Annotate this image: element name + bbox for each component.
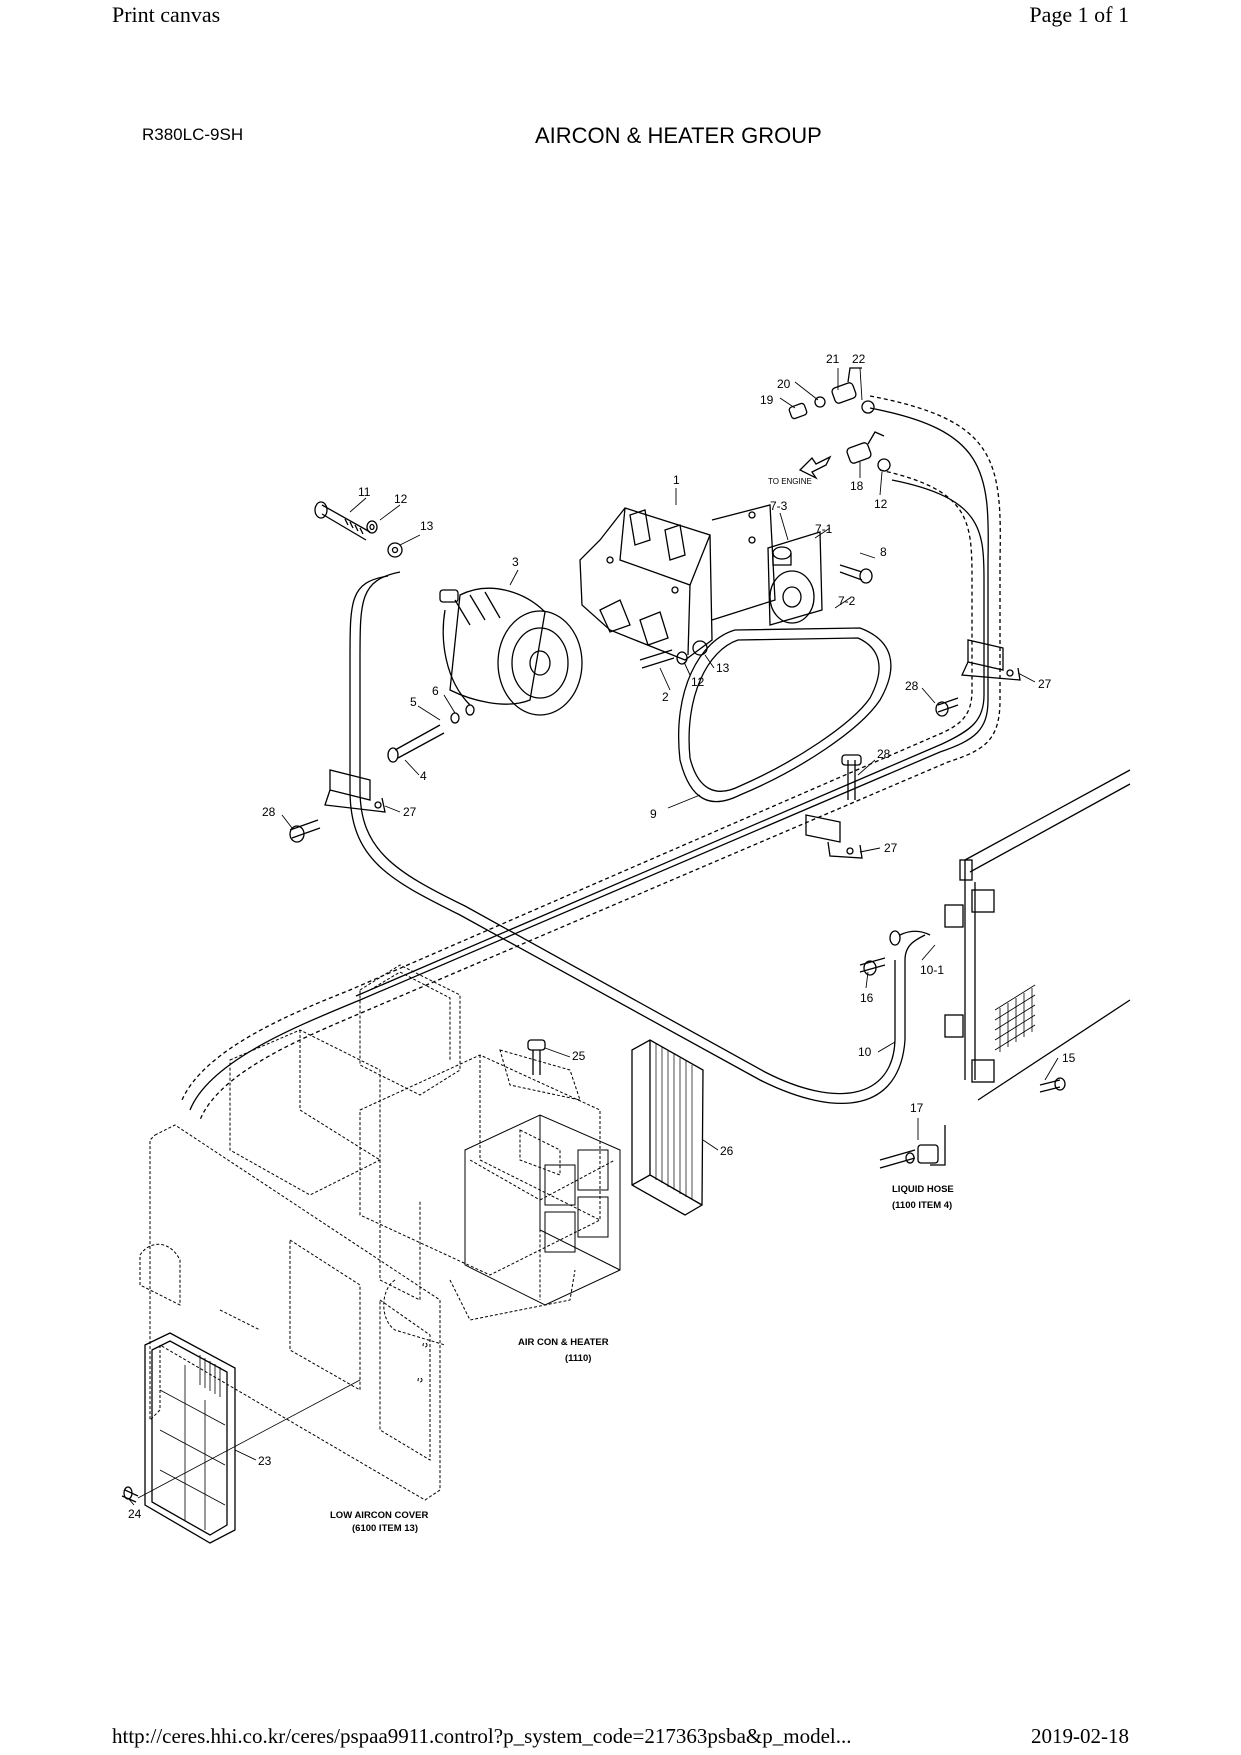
aircon-heater-unit [229,964,621,1346]
belt-tensioner [767,531,823,626]
callout-16: 16 [860,991,874,1005]
air-filter [631,1039,704,1216]
callout-8: 8 [880,545,887,559]
note-low-aircon-cover-ref: (6100 ITEM 13) [352,1523,418,1534]
pipe-clamps [289,639,1021,859]
callout-27-mid: 27 [884,841,898,855]
callout-28-left: 28 [262,805,276,819]
callout-9: 9 [650,807,657,821]
callout-12-upper: 12 [874,497,888,511]
print-header-right: Page 1 of 1 [1029,2,1129,27]
callout-4: 4 [420,769,427,783]
note-liquid-hose-ref: (1100 ITEM 4) [892,1200,952,1211]
model-code: R380LC-9SH [142,125,244,144]
fasteners-upper [314,501,873,763]
callout-13: 13 [420,519,434,533]
callout-19: 19 [760,393,774,407]
note-aircon-heater-ref: (1110) [565,1353,591,1364]
vent-grille [121,1332,361,1544]
low-aircon-cover [139,1124,441,1501]
callout-15: 15 [1062,1051,1076,1065]
callout-13-lower: 13 [716,661,730,675]
callout-28-mid: 28 [877,747,891,761]
print-header-left: Print canvas [112,2,221,27]
callout-23: 23 [258,1454,272,1468]
bolt-25 [527,1039,546,1075]
callout-1: 1 [673,473,680,487]
callout-25: 25 [572,1049,586,1063]
callout-20: 20 [777,377,791,391]
callout-28-right: 28 [905,679,919,693]
callout-22: 22 [852,352,866,366]
callout-labels: 11 12 13 3 1 7-3 7-1 8 7-2 21 22 20 19 1… [128,352,1076,1534]
callout-21: 21 [826,352,840,366]
callout-6: 6 [432,684,439,698]
note-to-engine: TO ENGINE [768,477,812,486]
callout-27-right: 27 [1038,677,1052,691]
note-low-aircon-cover: LOW AIRCON COVER [330,1510,428,1521]
callout-27-left: 27 [403,805,417,819]
refrigerant-fittings [788,367,891,480]
drive-belt [678,627,892,803]
compressor-bracket [579,504,776,661]
callout-5: 5 [410,695,417,709]
note-aircon-heater: AIR CON & HEATER [518,1337,609,1348]
callout-12: 12 [394,492,408,506]
suction-hose-run [181,395,1001,1121]
callout-3: 3 [512,555,519,569]
print-footer-url: http://ceres.hhi.co.kr/ceres/pspaa9911.c… [112,1724,852,1748]
note-liquid-hose: LIQUID HOSE [892,1184,954,1195]
callout-24: 24 [128,1507,142,1521]
callout-12-lower: 12 [691,675,705,689]
callout-2: 2 [662,690,669,704]
diagram-title: AIRCON & HEATER GROUP [535,123,822,148]
callout-18: 18 [850,479,864,493]
callout-7-3: 7-3 [770,499,788,513]
callout-7-1: 7-1 [815,522,833,536]
callout-10: 10 [858,1045,872,1059]
compressor-discharge-pipe [349,571,926,1105]
leader-lines [127,367,1059,1506]
print-footer-date: 2019-02-18 [1031,1724,1129,1748]
ac-compressor [439,587,583,716]
callout-7-2: 7-2 [838,594,856,608]
callout-11: 11 [358,485,371,499]
condenser [859,769,1131,1169]
callout-26: 26 [720,1144,734,1158]
callout-10-1: 10-1 [920,963,944,977]
callout-17: 17 [910,1101,924,1115]
